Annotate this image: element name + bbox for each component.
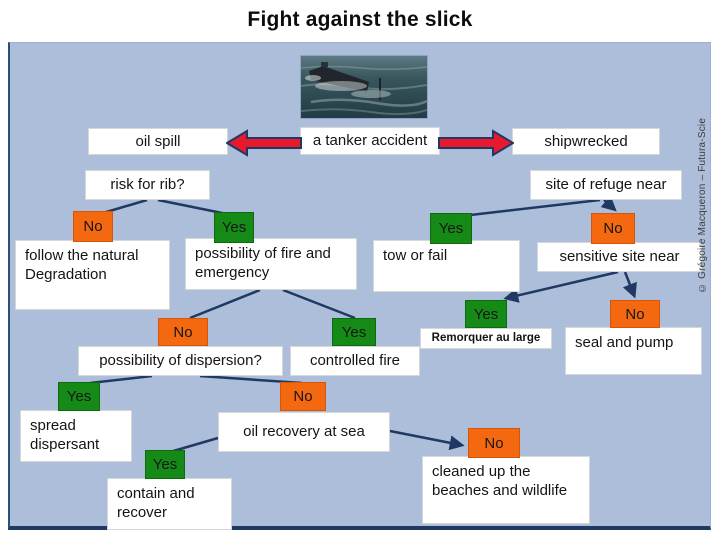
chip-yes-site-of-refuge: Yes bbox=[430, 213, 472, 244]
page-title: Fight against the slick bbox=[247, 8, 473, 31]
node-tow-or-fail: tow or fail bbox=[373, 240, 520, 292]
node-oil-recovery-at-sea: oil recovery at sea bbox=[218, 412, 390, 452]
chip-no-sensitive-site: No bbox=[610, 300, 660, 328]
chip-yes-sensitive-site: Yes bbox=[465, 300, 507, 328]
node-follow-natural-degradation: follow the natural Degradation bbox=[15, 240, 170, 310]
node-spread-dispersant: spread dispersant bbox=[20, 410, 132, 462]
node-shipwrecked: shipwrecked bbox=[512, 128, 660, 155]
red-arrow-right-icon bbox=[438, 129, 514, 157]
copyright-credit: © Grégoire Macqueron – Futura-Scie bbox=[697, 117, 708, 293]
chip-no-fire-emergency: No bbox=[158, 318, 208, 346]
node-seal-and-pump: seal and pump bbox=[565, 327, 702, 375]
node-contain-and-recover: contain and recover bbox=[107, 478, 232, 530]
node-remorquer-au-large: Remorquer au large bbox=[420, 328, 552, 349]
chip-no-risk-for-rib: No bbox=[73, 211, 113, 242]
chip-yes-dispersion: Yes bbox=[58, 382, 100, 411]
node-controlled-fire: controlled fire bbox=[290, 346, 420, 376]
node-site-of-refuge: site of refuge near bbox=[530, 170, 682, 200]
chip-yes-oil-recovery: Yes bbox=[145, 450, 185, 479]
chip-yes-fire-emergency: Yes bbox=[332, 318, 376, 346]
chip-no-dispersion: No bbox=[280, 382, 326, 411]
node-possibility-of-dispersion: possibility of dispersion? bbox=[78, 346, 283, 376]
node-cleaned-up-beaches: cleaned up the beaches and wildlife bbox=[422, 456, 590, 524]
node-fire-and-emergency: possibility of fire and emergency bbox=[185, 238, 357, 290]
chip-yes-risk-for-rib: Yes bbox=[214, 212, 254, 243]
chip-no-oil-recovery: No bbox=[468, 428, 520, 458]
shipwreck-photo bbox=[300, 55, 428, 119]
node-tanker-accident: a tanker accident bbox=[300, 127, 440, 155]
red-arrow-left-icon bbox=[226, 129, 302, 157]
node-oil-spill: oil spill bbox=[88, 128, 228, 155]
chip-no-site-of-refuge: No bbox=[591, 213, 635, 244]
node-sensitive-site-near: sensitive site near bbox=[537, 242, 702, 272]
node-risk-for-rib: risk for rib? bbox=[85, 170, 210, 200]
